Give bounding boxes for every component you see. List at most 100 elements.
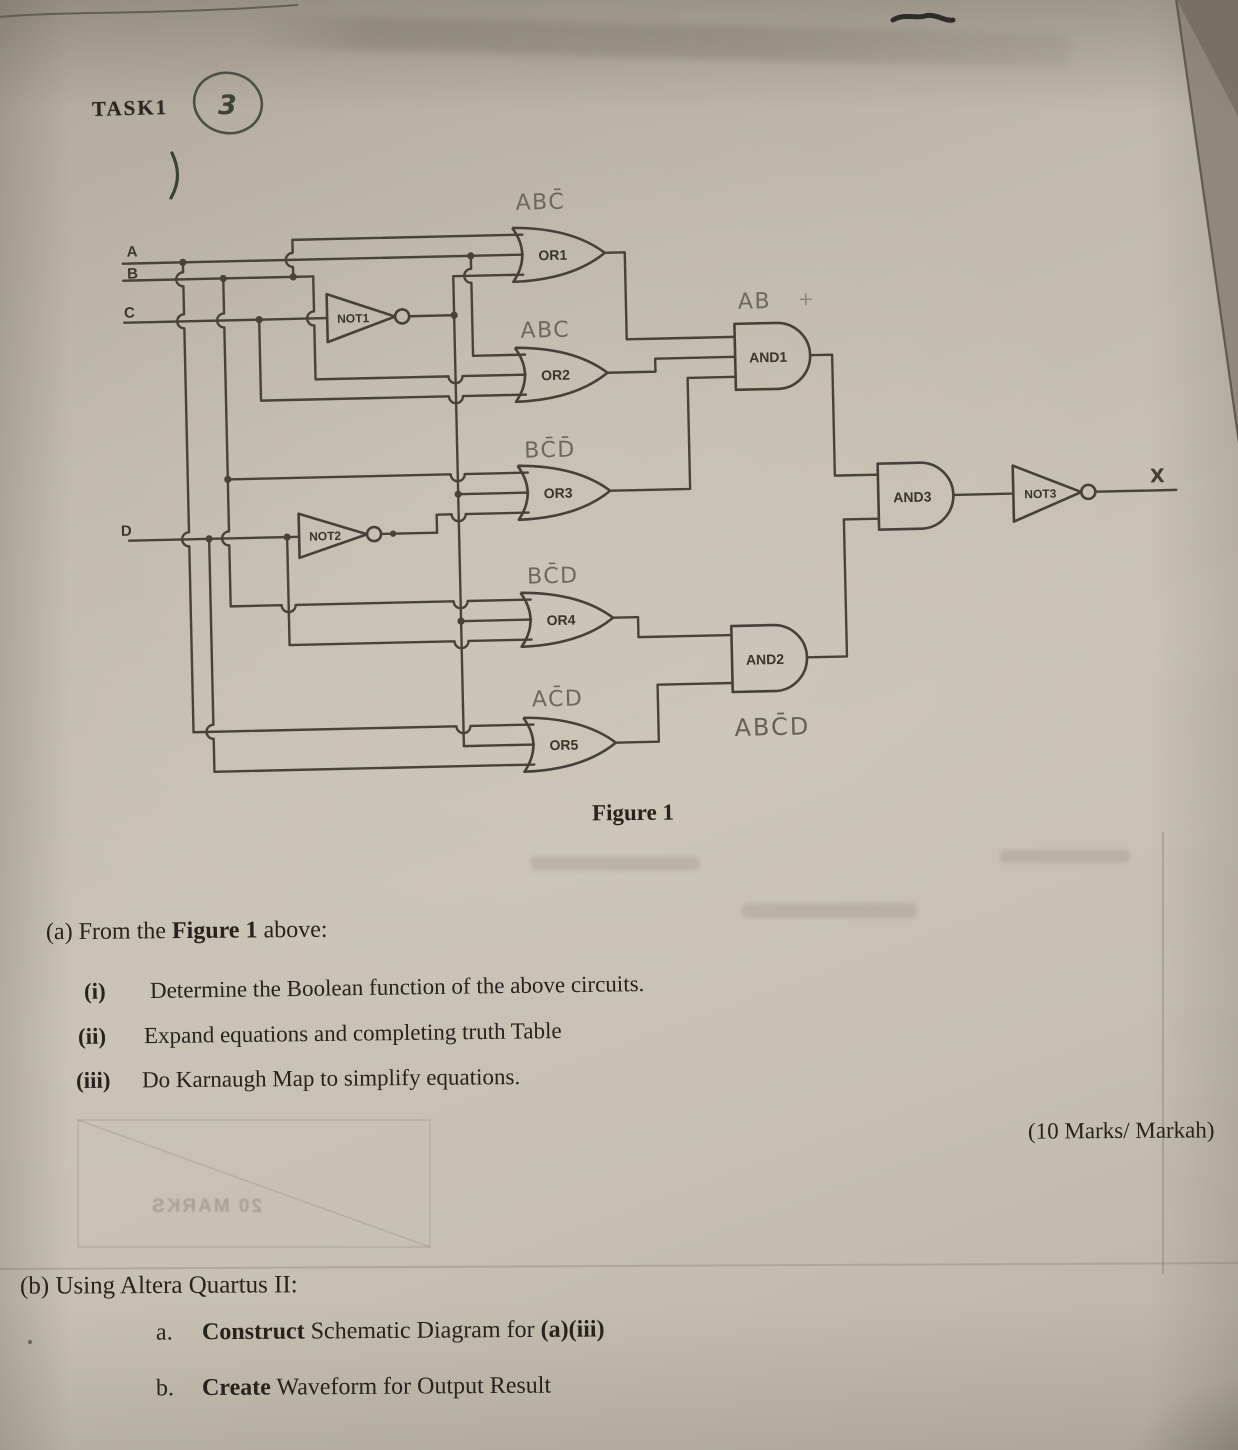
wire-input-c xyxy=(123,316,329,324)
pen-paren-mark xyxy=(169,151,180,200)
output-x-label: X xyxy=(1150,465,1165,487)
annotation-or5: AC̄D xyxy=(532,685,584,712)
wire xyxy=(456,491,530,496)
question-item-bb: b. Create Waveform for Output Result xyxy=(156,1373,551,1403)
section-a-prefix: (a) From the xyxy=(45,918,173,946)
question-item-ba: a.Construct Schematic Diagram for (a)(ii… xyxy=(156,1316,605,1346)
wire-or5-out xyxy=(614,681,734,744)
and1-label: AND1 xyxy=(749,349,788,366)
wire xyxy=(257,318,528,405)
wire xyxy=(462,743,536,748)
show-through-box xyxy=(77,1119,431,1248)
score-circle: 3 xyxy=(192,71,264,135)
wire xyxy=(459,618,533,623)
not3-gate: NOT3 xyxy=(1011,464,1097,523)
item-iii-number: (iii) xyxy=(75,1067,111,1093)
ghost-smudges xyxy=(530,850,1130,918)
not2-bubble xyxy=(365,525,383,543)
and1-gate: AND1 xyxy=(733,321,812,392)
wire-input-d xyxy=(127,535,301,542)
and3-shape xyxy=(876,461,955,531)
handwritten-annotations: ABC̄ ABC BC̄D̄ BC̄D AC̄D AB + ABC̄D X xyxy=(515,189,1165,742)
crease-line xyxy=(0,1262,1238,1270)
wire-not1-out xyxy=(407,314,456,318)
and2-gate: AND2 xyxy=(729,623,809,694)
wire-not2-out xyxy=(379,531,439,536)
annotation-or2: ABC xyxy=(520,318,570,344)
wire xyxy=(305,275,527,385)
wire xyxy=(192,723,535,735)
or1-gate: OR1 xyxy=(511,226,607,284)
item-bb-bold: Create xyxy=(201,1374,271,1402)
figure1-circuit-diagram: OR1 OR2 OR3 OR4 OR5 AND1 AND2 AND3 NOT1 … xyxy=(121,189,1178,774)
or5-gate: OR5 xyxy=(522,716,618,774)
folded-corner-dark xyxy=(1177,0,1238,117)
section-b-intro: (b) Using Altera Quartus II: xyxy=(19,1271,298,1300)
and2-label: AND2 xyxy=(746,651,785,668)
not1-shape xyxy=(325,292,397,344)
or4-shape xyxy=(519,591,615,649)
input-labels: A B C D xyxy=(121,243,139,539)
not3-label: NOT3 xyxy=(1024,487,1057,502)
wire xyxy=(452,273,525,278)
or2-shape xyxy=(513,346,609,404)
item-bb-text: Waveform for Output Result xyxy=(270,1372,552,1401)
item-ii-number: (ii) xyxy=(77,1023,107,1049)
section-a-figure-ref: Figure 1 xyxy=(171,917,258,945)
wire-or1-out xyxy=(603,251,736,341)
paper-edge-line xyxy=(1175,0,1238,444)
wire-or4-out xyxy=(611,615,733,639)
not1-gate: NOT1 xyxy=(325,292,411,344)
input-b-label: B xyxy=(127,265,138,282)
not2-gate: NOT2 xyxy=(297,512,383,560)
wire-and3-out xyxy=(952,492,1015,497)
not1-bubble xyxy=(393,308,411,325)
score-number: 3 xyxy=(218,90,237,121)
show-through-text: 20 MARKS xyxy=(150,1196,262,1217)
item-i-number: (i) xyxy=(83,978,106,1004)
item-ba-text: Schematic Diagram for xyxy=(304,1316,541,1345)
wire-input-a xyxy=(121,253,524,265)
show-through-diagonal xyxy=(77,1119,431,1248)
item-ii-text: Expand equations and completing truth Ta… xyxy=(143,1018,562,1049)
or2-gate: OR2 xyxy=(513,346,609,404)
and2-shape xyxy=(729,623,809,694)
annotation-or1: ABC̄ xyxy=(515,189,565,216)
wire-and2-out xyxy=(805,517,881,659)
or4-gate: OR4 xyxy=(519,591,615,649)
score-circle-outline xyxy=(192,71,264,135)
item-bb-number: b. xyxy=(155,1375,175,1402)
or3-shape xyxy=(516,464,612,522)
wire xyxy=(175,261,195,734)
input-a-label: A xyxy=(126,243,137,260)
annotation-plus: + xyxy=(798,288,814,310)
item-ba-number: a. xyxy=(155,1319,173,1346)
top-edge-line xyxy=(0,4,299,18)
circuit-wires xyxy=(121,233,1178,773)
or1-label: OR1 xyxy=(538,247,567,264)
and1-shape xyxy=(733,321,812,392)
wire-or2-out xyxy=(606,355,737,374)
or3-label: OR3 xyxy=(544,485,573,502)
annotation-and1: AB xyxy=(738,289,772,315)
task-title: TASK1 xyxy=(91,95,169,121)
question-item-iii: (iii)Do Karnaugh Map to simplify equatio… xyxy=(76,1064,520,1094)
section-a-suffix: above: xyxy=(257,916,328,944)
show-through-marks: 20 MARKS xyxy=(77,1119,431,1248)
wire xyxy=(284,233,524,279)
wire-dbar xyxy=(435,511,530,534)
annotation-or3: BC̄D̄ xyxy=(524,436,576,463)
wire-x-out xyxy=(1094,488,1178,493)
wire-or3-out xyxy=(608,375,737,492)
item-ba-bold2: (a)(iii) xyxy=(540,1316,605,1343)
wire xyxy=(463,254,527,358)
input-c-label: C xyxy=(124,304,135,321)
and3-label: AND3 xyxy=(893,488,932,505)
or3-gate: OR3 xyxy=(516,464,612,522)
not2-shape xyxy=(297,512,369,560)
or5-shape xyxy=(522,716,618,774)
not3-bubble xyxy=(1080,483,1097,501)
